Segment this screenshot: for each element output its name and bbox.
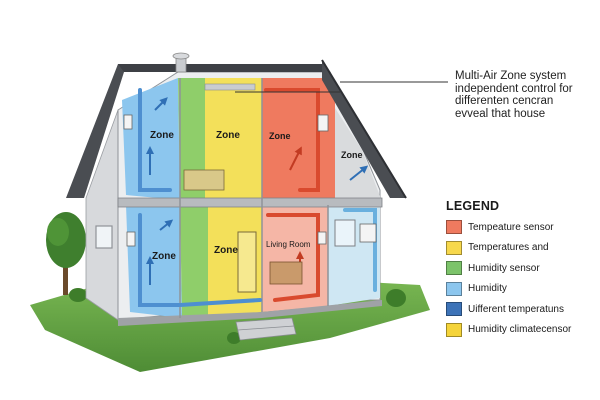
zone-attic-right-fill (335, 108, 380, 208)
callout-line: Multi-Air Zone system (455, 70, 567, 82)
callout-line: independent control for (455, 82, 573, 95)
roof-top (118, 64, 330, 72)
thermostat-icon (317, 114, 329, 132)
step-edge (237, 325, 295, 331)
legend-label: Temperatures and (468, 242, 549, 254)
callout-line: differenten cencran (455, 95, 554, 107)
zone-lower-right-fill (262, 205, 328, 312)
roof-vent-cap (172, 52, 190, 60)
bush (386, 289, 406, 307)
legend-label: Uifferent temperatuns (468, 303, 564, 315)
legend-swatch (446, 322, 462, 337)
legend-item: Humidity climatecensor (446, 320, 596, 341)
window (334, 219, 356, 247)
zone-label-attic-right: Zone (341, 150, 363, 160)
zone-label-lower-left: Zone (152, 251, 176, 262)
entrance-steps (235, 317, 297, 341)
legend-swatch (446, 220, 462, 235)
callout-line: evveal that house (455, 107, 546, 120)
thermostat-icon (126, 231, 136, 247)
bush (227, 332, 241, 344)
system-callout: Multi-Air Zone system independent contro… (455, 70, 600, 120)
duct-main (204, 83, 256, 91)
legend-label: Humidity climatecensor (468, 324, 572, 336)
legend-label: Tempeature sensor (468, 221, 554, 233)
tree (46, 212, 86, 295)
legend-item: Temperatures and (446, 238, 596, 259)
duct-red (264, 88, 320, 192)
legend-item: Humidity sensor (446, 258, 596, 279)
bed (183, 169, 225, 191)
door (237, 231, 257, 293)
thermostat-icon (317, 231, 327, 245)
thermostat-icon (359, 223, 377, 243)
legend-title: LEGEND (446, 199, 500, 213)
legend-item: Tempeature sensor (446, 217, 596, 238)
legend: LEGEND Tempeature sensor Temperatures an… (446, 199, 596, 340)
legend-swatch (446, 281, 462, 296)
window (95, 225, 113, 249)
legend-label: Humidity (468, 283, 507, 295)
legend-label: Humidity sensor (468, 262, 540, 274)
legend-swatch (446, 261, 462, 276)
roof-edge (321, 59, 407, 199)
roof-left (66, 64, 180, 198)
zone-label-lower-right: Living Room (266, 240, 311, 249)
zone-lower-middle-green (180, 205, 208, 318)
cabinet (269, 261, 303, 285)
zone-upper-middle-fill (205, 78, 262, 200)
airflow-arrow (159, 219, 174, 231)
airflow-arrow (289, 146, 302, 171)
duct-blue (138, 213, 262, 307)
zone-label-upper-left: Zone (150, 130, 174, 141)
zone-label-upper-right: Zone (269, 131, 291, 141)
thermostat-icon (123, 114, 133, 130)
legend-item: Uifferent temperatuns (446, 299, 596, 320)
zone-label-upper-middle: Zone (216, 130, 240, 141)
duct-blue (138, 88, 172, 192)
zone-upper-left-fill (122, 78, 180, 200)
legend-swatch (446, 240, 462, 255)
bush (69, 288, 87, 302)
duct-blue (343, 208, 377, 292)
zone-upper-middle-green (178, 78, 205, 200)
legend-swatch (446, 302, 462, 317)
duct-red (266, 213, 320, 302)
legend-item: Humidity (446, 279, 596, 300)
airflow-arrow (154, 97, 168, 111)
airflow-arrow (349, 165, 369, 181)
floor-slab (117, 197, 383, 208)
zone-label-lower-middle: Zone (214, 245, 238, 256)
foundation (118, 300, 382, 326)
